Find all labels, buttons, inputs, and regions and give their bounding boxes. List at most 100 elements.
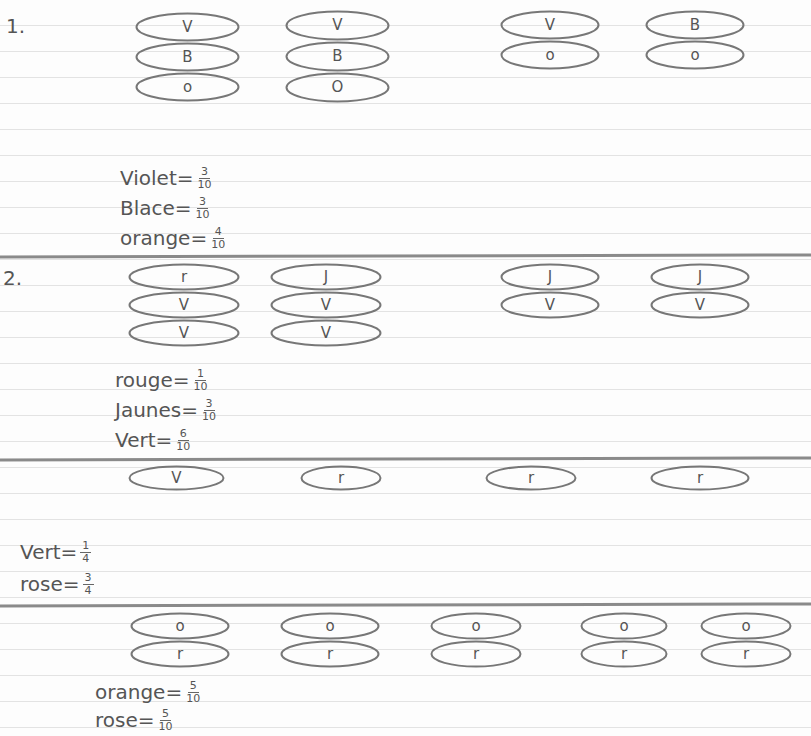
oval-piece: o <box>580 612 668 640</box>
oval-piece: o <box>280 612 380 640</box>
oval-piece: V <box>285 10 390 41</box>
color-name: rose= <box>95 708 155 732</box>
oval-outline <box>647 12 744 39</box>
piece-letter: o <box>183 80 192 95</box>
piece-letter: O <box>332 80 344 95</box>
numerator: 1 <box>195 368 206 381</box>
piece-letter: o <box>619 619 628 634</box>
numerator: 3 <box>204 398 215 411</box>
fraction: 510 <box>158 708 174 733</box>
color-name: Blace= <box>120 196 192 220</box>
denominator: 10 <box>197 179 213 191</box>
fraction: 310 <box>195 196 211 221</box>
oval-piece: o <box>430 612 522 640</box>
oval-outline <box>130 293 239 318</box>
numerator: 3 <box>83 572 94 585</box>
color-name: rose= <box>20 572 80 596</box>
oval-piece: r <box>130 640 230 668</box>
piece-letter: V <box>545 298 555 313</box>
color-name: Vert= <box>115 428 172 452</box>
section-separator <box>0 255 811 257</box>
oval-outline <box>137 14 239 41</box>
color-name: rouge= <box>115 368 189 392</box>
denominator: 10 <box>195 209 211 221</box>
piece-letter: o <box>690 48 699 63</box>
oval-piece: V <box>128 465 225 491</box>
piece-letter: V <box>182 20 192 35</box>
numerator: 3 <box>199 166 210 179</box>
oval-outline <box>137 44 239 71</box>
oval-piece: B <box>285 41 390 72</box>
oval-outline <box>652 467 749 490</box>
piece-letter: o <box>175 619 184 634</box>
fraction-equation: orange= 410 <box>120 226 226 251</box>
oval-piece: r <box>300 465 382 491</box>
oval-piece: V <box>128 319 240 347</box>
oval-outline <box>130 265 239 290</box>
piece-letter: r <box>327 647 333 662</box>
fraction-equation: Vert=14 <box>20 540 91 565</box>
oval-outline <box>130 467 224 490</box>
oval-piece: r <box>280 640 380 668</box>
oval-outline <box>582 614 667 639</box>
piece-letter: B <box>332 49 342 64</box>
piece-letter: r <box>528 471 534 486</box>
oval-piece: o <box>135 72 240 102</box>
oval-outline <box>647 42 744 69</box>
fraction: 34 <box>83 572 94 597</box>
piece-letter: r <box>697 471 703 486</box>
denominator: 10 <box>185 693 201 705</box>
fraction-equation: rose=34 <box>20 572 94 597</box>
oval-piece: O <box>285 72 390 103</box>
fraction: 510 <box>185 680 201 705</box>
oval-outline <box>132 614 229 639</box>
piece-letter: B <box>690 18 700 33</box>
piece-letter: V <box>332 18 342 33</box>
question-number: 2. <box>3 266 22 290</box>
oval-outline <box>702 642 791 667</box>
oval-piece: J <box>270 263 382 291</box>
oval-piece: V <box>135 12 240 42</box>
color-name: Jaunes= <box>115 398 198 422</box>
numerator: 4 <box>213 226 224 239</box>
oval-piece: V <box>650 291 750 319</box>
oval-piece: o <box>645 40 745 70</box>
oval-piece: r <box>128 263 240 291</box>
oval-outline <box>287 12 389 40</box>
piece-letter: r <box>177 647 183 662</box>
oval-outline <box>282 614 379 639</box>
denominator: 10 <box>192 381 208 393</box>
piece-letter: r <box>473 647 479 662</box>
fraction-equation: rose=510 <box>95 708 174 733</box>
piece-letter: o <box>741 619 750 634</box>
piece-letter: V <box>179 326 189 341</box>
color-name: Vert= <box>20 540 77 564</box>
piece-letter: o <box>545 48 554 63</box>
oval-piece: V <box>500 291 600 319</box>
fraction-equation: rouge= 110 <box>115 368 208 393</box>
denominator: 4 <box>84 585 93 597</box>
piece-letter: r <box>621 647 627 662</box>
piece-letter: J <box>548 270 552 285</box>
oval-outline <box>652 293 749 318</box>
oval-piece: o <box>130 612 230 640</box>
oval-piece: V <box>128 291 240 319</box>
numerator: 6 <box>178 428 189 441</box>
piece-letter: V <box>179 298 189 313</box>
color-name: orange= <box>95 680 182 704</box>
fraction: 310 <box>197 166 213 191</box>
oval-outline <box>582 642 667 667</box>
oval-outline <box>652 265 749 290</box>
oval-outline <box>432 614 521 639</box>
oval-piece: J <box>500 263 600 291</box>
oval-outline <box>302 467 381 490</box>
denominator: 10 <box>210 239 226 251</box>
fraction-equation: Blace=310 <box>120 196 211 221</box>
piece-letter: o <box>471 619 480 634</box>
oval-outline <box>287 43 389 71</box>
piece-letter: V <box>171 471 181 486</box>
oval-piece: r <box>580 640 668 668</box>
color-name: orange= <box>120 226 207 250</box>
numerator: 1 <box>80 540 91 553</box>
piece-letter: r <box>338 471 344 486</box>
